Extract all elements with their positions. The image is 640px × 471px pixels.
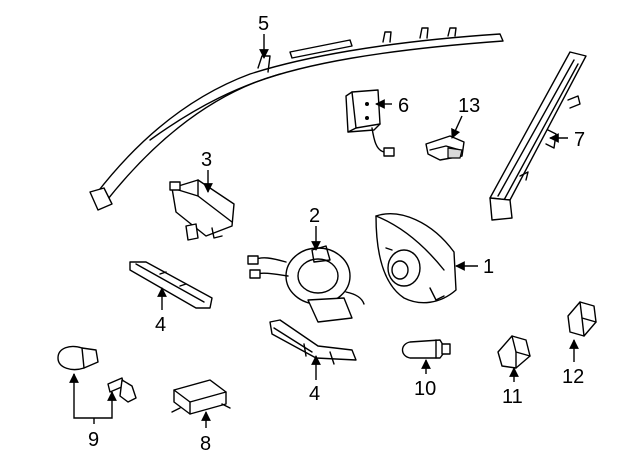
curtain-airbag-part-7 — [489, 51, 587, 221]
callout-12: 12 — [562, 366, 584, 388]
callout-6: 6 — [398, 95, 409, 117]
curtain-airbag-part-5 — [89, 27, 504, 211]
airbag-module-part-3 — [169, 179, 235, 241]
callout-1: 1 — [483, 256, 494, 278]
callout-9: 9 — [88, 429, 99, 451]
control-module-part-8 — [171, 379, 231, 415]
sensor-part-11 — [497, 335, 531, 369]
clockspring-part-2 — [247, 245, 365, 323]
driver-airbag-part-1 — [375, 213, 457, 304]
callout-7: 7 — [574, 129, 585, 151]
callout-11: 11 — [502, 386, 523, 408]
sensor-part-13 — [425, 135, 465, 161]
knee-bracket-part-4-upper — [129, 261, 213, 309]
sensor-part-6 — [345, 89, 395, 157]
leader-lines — [69, 34, 579, 428]
callout-2: 2 — [309, 205, 320, 227]
knee-bracket-part-4-lower — [269, 319, 357, 365]
sensor-part-10 — [401, 339, 451, 359]
callout-4-lower: 4 — [309, 383, 320, 405]
callout-10: 10 — [414, 378, 436, 400]
sensor-and-bolt-part-9 — [57, 345, 137, 403]
callout-3: 3 — [201, 149, 212, 171]
callout-8: 8 — [200, 433, 211, 455]
callout-4-upper: 4 — [155, 314, 166, 336]
callout-5: 5 — [258, 13, 269, 35]
callout-labels: 1 2 3 4 4 5 6 7 8 9 10 11 12 13 — [88, 13, 585, 455]
sensor-part-12 — [567, 301, 597, 337]
callout-13: 13 — [458, 95, 480, 117]
